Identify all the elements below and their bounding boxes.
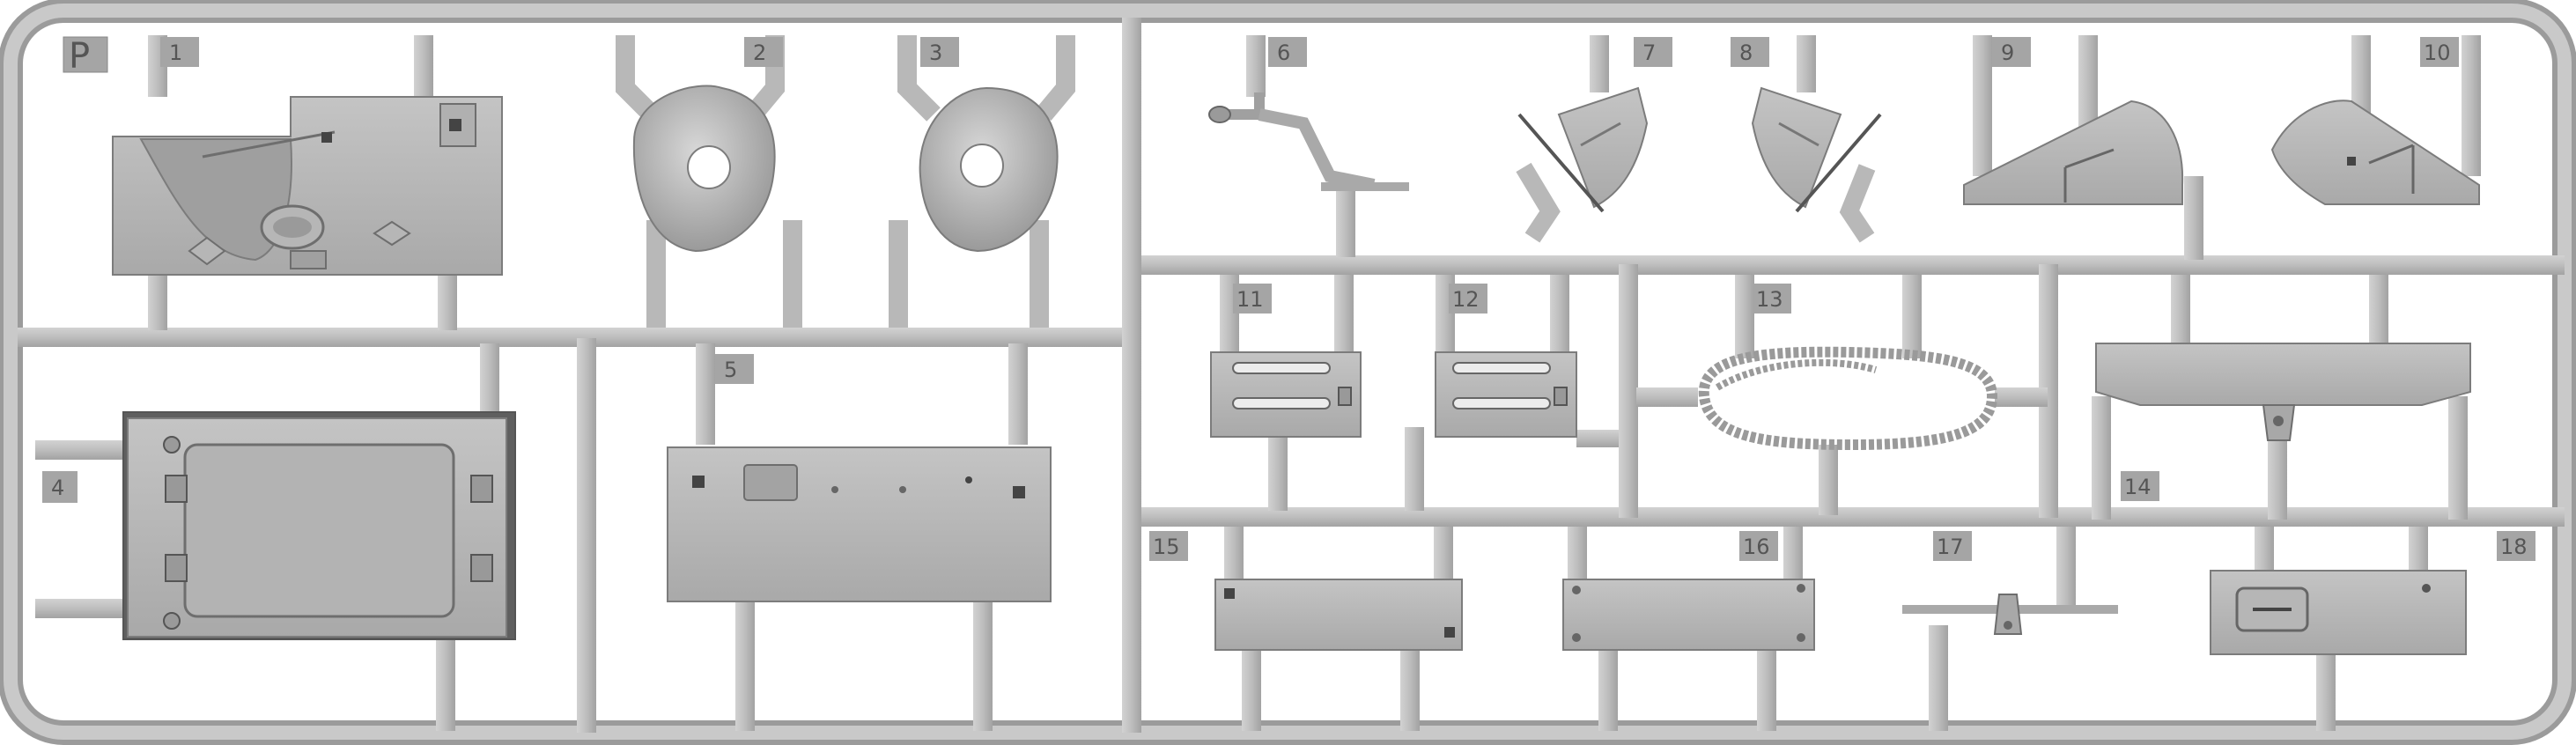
part-number-16: 16: [1743, 535, 1770, 559]
part-number-1: 1: [169, 41, 182, 65]
part-7: [1516, 35, 1649, 243]
part-11: [1210, 275, 1362, 511]
part-17: [1902, 527, 2118, 731]
part-number-11: 11: [1236, 287, 1264, 312]
part-number-14: 14: [2124, 475, 2152, 499]
part-14: [2092, 275, 2471, 520]
part-number-12: 12: [1452, 287, 1480, 312]
part-number-10: 10: [2424, 41, 2451, 65]
part-10: [2270, 35, 2481, 205]
part-18: [2210, 527, 2467, 731]
part-number-4: 4: [51, 476, 64, 500]
part-number-13: 13: [1756, 287, 1783, 312]
part-2: [616, 35, 802, 328]
part-12: [1405, 275, 1619, 511]
part-number-15: 15: [1153, 535, 1180, 559]
part-13: [1636, 275, 2048, 515]
sprue-runners: [18, 18, 2565, 733]
part-number-18: 18: [2500, 535, 2528, 559]
part-15: [1214, 527, 1463, 731]
part-number-6: 6: [1277, 41, 1290, 65]
part-number-2: 2: [753, 41, 766, 65]
part-number-5: 5: [724, 358, 737, 382]
part-number-7: 7: [1642, 41, 1656, 65]
part-9: [1963, 35, 2203, 260]
part-3: [889, 35, 1075, 328]
part-6: [1208, 35, 1409, 257]
part-number-17: 17: [1937, 535, 1964, 559]
part-1: [112, 35, 503, 330]
part-5: [667, 343, 1052, 731]
part-4: [35, 343, 516, 731]
part-16: [1562, 527, 1815, 731]
part-number-tags: P: [63, 36, 108, 77]
part-8: [1751, 35, 1882, 243]
part-number-9: 9: [2001, 41, 2014, 65]
frame-letter: P: [69, 36, 90, 77]
part-number-8: 8: [1739, 41, 1753, 65]
part-number-3: 3: [929, 41, 942, 65]
